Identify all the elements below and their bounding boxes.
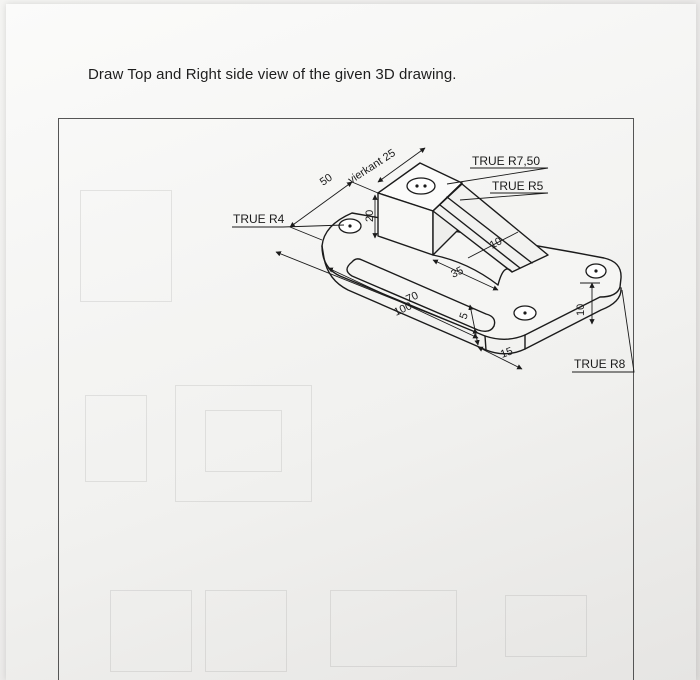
leader-r8 <box>572 289 635 373</box>
dim-line-15 <box>477 346 523 370</box>
rib-inner-line <box>439 204 521 269</box>
dim-text-50: 50 <box>318 172 335 189</box>
dim-text-35: 35 <box>449 265 465 281</box>
dim-text-5: 5 <box>458 311 471 321</box>
leader-r5 <box>459 192 549 201</box>
leader-r4 <box>232 224 345 228</box>
label-true-r750: TRUE R7,50 <box>472 154 540 168</box>
paper-sheet <box>6 4 696 680</box>
dim-line-50 <box>289 181 353 228</box>
dim-line-5 <box>468 304 480 346</box>
dim-text-10-side: 10 <box>575 304 587 316</box>
drawing-frame <box>58 118 634 680</box>
label-true-r4: TRUE R4 <box>233 212 285 226</box>
bleed-through-shape <box>85 395 147 482</box>
dim-text-10-rib: 10 <box>488 235 504 251</box>
dim-line-vierkant <box>377 147 426 183</box>
block-hole <box>406 177 436 195</box>
leader-r750 <box>446 167 549 185</box>
bleed-through-shape <box>330 590 457 667</box>
bleed-through-shape <box>175 385 312 502</box>
dim-text-20: 20 <box>364 210 376 222</box>
bleed-through-shape <box>205 410 282 472</box>
instruction-text: Draw Top and Right side view of the give… <box>88 66 457 83</box>
dim-line-100 <box>327 267 479 339</box>
rib-inner-line <box>446 196 533 264</box>
label-true-r5: TRUE R5 <box>492 179 544 193</box>
dim-text-15: 15 <box>499 345 515 360</box>
bleed-through-shape <box>205 590 287 672</box>
dim-text-vierkant: vierkant 25 <box>346 147 398 186</box>
bleed-through-shape <box>80 190 172 302</box>
label-true-r8: TRUE R8 <box>574 357 626 371</box>
rib-curve <box>497 268 513 286</box>
bleed-through-shape <box>110 590 192 672</box>
base-plate-edge-line <box>484 335 487 351</box>
bleed-through-shape <box>505 595 587 657</box>
dim-text-70: 70 <box>404 290 420 306</box>
